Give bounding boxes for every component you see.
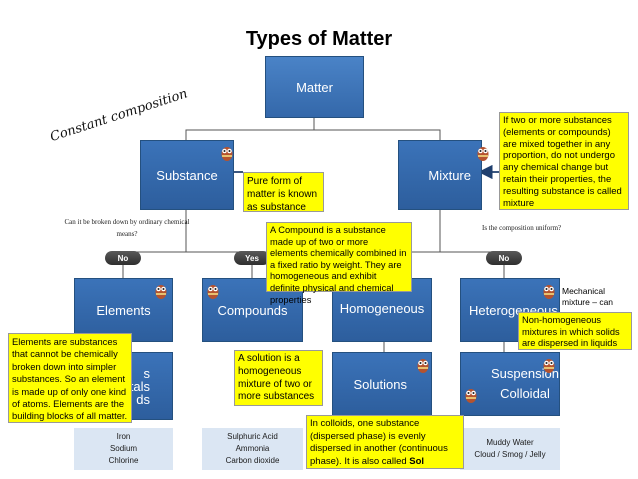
yes-badge: Yes <box>234 251 270 265</box>
owl-icon <box>543 359 555 373</box>
mixture-node: Mixture <box>398 140 482 210</box>
homogeneous-label: Homogeneous <box>339 301 425 316</box>
colloid-note-text: In colloids, one substance (dispersed ph… <box>310 418 448 467</box>
solution-note: A solution is a homogeneous mixture of t… <box>234 350 323 406</box>
substance-label: Substance <box>156 167 218 183</box>
colloid-note: In colloids, one substance (dispersed ph… <box>306 415 464 469</box>
no-badge-left: No <box>105 251 141 265</box>
owl-icon <box>417 359 429 373</box>
non-homogeneous-note: Non-homogeneous mixtures in which solids… <box>518 312 632 350</box>
matter-label: Matter <box>296 79 333 95</box>
substance-note: Pure form of matter is known as substanc… <box>243 172 324 213</box>
metalloids-label: ds <box>136 391 150 407</box>
mechanical-mixture-text: Mechanical mixture – can <box>562 286 614 307</box>
compound-note: A Compound is a substance made up of two… <box>266 222 412 305</box>
owl-icon <box>543 285 555 299</box>
owl-icon <box>465 389 477 403</box>
solutions-node: Solutions <box>332 352 432 416</box>
substance-question: Can it be broken down by ordinary chemic… <box>62 216 192 240</box>
suspension-label: Suspension <box>491 366 559 381</box>
substance-question-line2: means? <box>116 230 138 238</box>
compounds-examples: Sulphuric Acid Ammonia Carbon dioxide <box>202 428 303 470</box>
example-chlorine: Chlorine <box>108 456 139 465</box>
solutions-label: Solutions <box>353 376 407 392</box>
heterogeneous-examples: Muddy Water Cloud / Smog / Jelly <box>460 428 560 470</box>
matter-node: Matter <box>265 56 364 118</box>
example-iron: Iron <box>116 432 131 441</box>
owl-icon <box>207 285 219 299</box>
mixture-label: Mixture <box>428 167 471 183</box>
colloid-note-bold: Sol <box>409 455 425 467</box>
owl-icon <box>477 147 489 161</box>
owl-icon <box>155 285 167 299</box>
example-cloud-smog-jelly: Cloud / Smog / Jelly <box>474 450 546 459</box>
elements-examples: Iron Sodium Chlorine <box>74 428 173 470</box>
example-ammonia: Ammonia <box>235 444 270 453</box>
metals-label: s <box>143 365 151 381</box>
owl-icon <box>221 147 233 161</box>
elements-label: Elements <box>96 302 151 318</box>
example-sulphuric-acid: Sulphuric Acid <box>227 432 278 441</box>
colloidal-label: Colloidal <box>500 386 550 401</box>
substance-question-line1: Can it be broken down by ordinary chemic… <box>64 218 190 226</box>
substance-node: Substance <box>140 140 234 210</box>
compounds-label: Compounds <box>217 302 288 318</box>
suspension-colloidal-node: Suspension Colloidal <box>460 352 560 416</box>
mixture-question: Is the composition uniform? <box>482 224 562 232</box>
example-muddy-water: Muddy Water <box>486 438 534 447</box>
no-badge-right: No <box>486 251 522 265</box>
example-sodium: Sodium <box>109 444 138 453</box>
nonmetals-label: tals <box>129 378 150 394</box>
elements-note: Elements are substances that cannot be c… <box>8 333 132 423</box>
example-carbon-dioxide: Carbon dioxide <box>225 456 280 465</box>
page-title: Types of Matter <box>245 28 393 50</box>
mixture-note: If two or more substances (elements or c… <box>499 112 629 210</box>
